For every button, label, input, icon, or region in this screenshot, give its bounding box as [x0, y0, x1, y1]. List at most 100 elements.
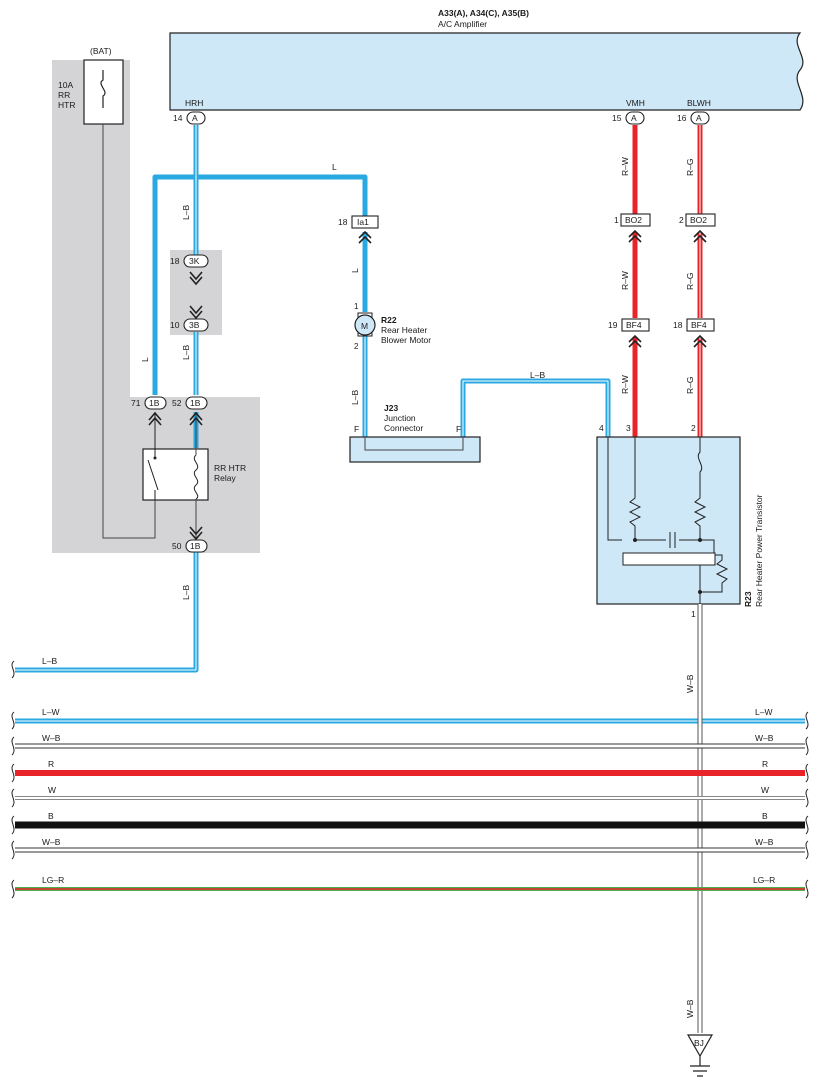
wire-label-relay-left: L: [140, 357, 150, 362]
wire-label-motor-upper: L: [350, 268, 360, 273]
fuse-rating: 10A: [58, 80, 73, 90]
connector-3k: [183, 254, 209, 286]
connector-ia1: [351, 215, 379, 244]
bus-label-w-left: W: [48, 785, 56, 795]
junction-pin-left: F: [354, 424, 359, 434]
conn-1b-71-num: 71: [131, 398, 141, 408]
transistor-ref: R23: [743, 591, 753, 607]
connector-1b-52: [185, 396, 208, 426]
wire-label-ground-lower: W–B: [685, 999, 695, 1018]
amplifier-refs: A33(A), A34(C), A35(B): [438, 8, 529, 18]
amp-pin-num-vmh: 15: [612, 113, 622, 123]
wire-label-vmh-2: R–W: [620, 271, 630, 290]
conn-3k-id: 3K: [189, 256, 200, 266]
motor-symbol: M: [361, 321, 368, 331]
junction-ref: J23: [384, 403, 398, 413]
pin-label-blwh: BLWH: [687, 98, 711, 108]
bus-label-lgr-left: LG–R: [42, 875, 64, 885]
transistor-pin-2: 2: [691, 423, 696, 433]
motor-line1: Rear Heater: [381, 325, 427, 335]
fuse-line2: HTR: [58, 100, 75, 110]
red-wires: [632, 125, 703, 437]
connector-3b: [183, 305, 209, 332]
conn-bf4-19-id: BF4: [626, 320, 642, 330]
bus-label-wb-left: W–B: [42, 733, 61, 743]
wire-label-bridge: L: [332, 162, 337, 172]
conn-bf4-19-num: 19: [608, 320, 618, 330]
pin-label-hrh: HRH: [185, 98, 203, 108]
wire-label-hrh-lower: L–B: [181, 345, 191, 360]
junction-pin-right: F: [456, 424, 461, 434]
bus-label-lb: L–B: [42, 656, 57, 666]
conn-bo2-2-id: BO2: [690, 215, 707, 225]
amp-pin-num-blwh: 16: [677, 113, 687, 123]
junction-connector: [349, 436, 481, 463]
motor-line2: Blower Motor: [381, 335, 431, 345]
conn-3k-num: 18: [170, 256, 180, 266]
fuse: [83, 59, 156, 539]
bus-label-b-right: B: [762, 811, 768, 821]
ground-wire: [686, 604, 714, 1077]
wire-label-blwh-3: R–G: [685, 377, 695, 394]
transistor-name: Rear Heater Power Transistor: [754, 494, 764, 607]
conn-1b-50-num: 50: [172, 541, 182, 551]
amplifier-name: A/C Amplifier: [438, 19, 487, 29]
amp-pin-hrh: [186, 111, 206, 125]
bus-label-wb-right: W–B: [755, 733, 774, 743]
amp-pin-conn-vmh: A: [631, 113, 637, 123]
transistor-pin-1: 1: [691, 609, 696, 619]
connector-bo2-1: [620, 213, 651, 243]
wire-label-jc-bridge: L–B: [530, 370, 545, 380]
fuse-source: (BAT): [90, 46, 112, 56]
connector-bf4-19: [621, 318, 650, 348]
wire-label-vmh-3: R–W: [620, 375, 630, 394]
bus-label-r-right: R: [762, 759, 768, 769]
amp-pin-blwh: [690, 111, 710, 125]
bus-label-wb2-left: W–B: [42, 837, 61, 847]
conn-bo2-1-id: BO2: [625, 215, 642, 225]
conn-ia1-num: 18: [338, 217, 348, 227]
wire-label-blwh-1: R–G: [685, 159, 695, 176]
amp-pin-vmh: [625, 111, 645, 125]
conn-1b-71-id: 1B: [149, 398, 160, 408]
motor-pin-bottom: 2: [354, 342, 359, 351]
conn-1b-52-id: 1B: [190, 398, 201, 408]
conn-bf4-18-num: 18: [673, 320, 683, 330]
amp-pin-conn-blwh: A: [696, 113, 702, 123]
conn-3b-num: 10: [170, 320, 180, 330]
junction-line2: Connector: [384, 423, 423, 433]
conn-3b-id: 3B: [189, 320, 200, 330]
wire-label-vmh-1: R–W: [620, 157, 630, 176]
bus-label-wb2-right: W–B: [755, 837, 774, 847]
wire-label-blwh-2: R–G: [685, 273, 695, 290]
motor-pin-top: 1: [354, 302, 359, 311]
conn-bo2-1-num: 1: [614, 215, 619, 225]
power-transistor: [596, 436, 741, 605]
bus-label-r-left: R: [48, 759, 54, 769]
bus-label-lw-left: L–W: [42, 707, 59, 717]
conn-ia1-id: Ia1: [357, 217, 369, 227]
connector-bf4-18: [686, 318, 715, 348]
wire-label-ground: W–B: [685, 674, 695, 693]
relay-line2: Relay: [214, 473, 236, 483]
rr-htr-relay: [142, 412, 209, 540]
wire-label-lower-lb: L–B: [181, 585, 191, 600]
wire-label-motor-lower: L–B: [350, 390, 360, 405]
connector-bo2-2: [685, 213, 716, 243]
connector-1b-71: [144, 396, 167, 426]
conn-1b-50-id: 1B: [190, 541, 201, 551]
junction-line1: Junction: [384, 413, 416, 423]
amp-pin-num-hrh: 14: [173, 113, 183, 123]
bus-label-lw-right: L–W: [755, 707, 772, 717]
pin-label-vmh: VMH: [626, 98, 645, 108]
ac-amplifier: [169, 32, 804, 111]
relay-line1: RR HTR: [214, 463, 246, 473]
bus-label-lgr-right: LG–R: [753, 875, 775, 885]
bus-lines: [11, 660, 809, 899]
fuse-zone: [52, 60, 130, 553]
transistor-pin-3: 3: [626, 423, 631, 433]
amp-pin-conn-hrh: A: [192, 113, 198, 123]
bus-label-b-left: B: [48, 811, 54, 821]
blower-motor: [354, 312, 376, 337]
